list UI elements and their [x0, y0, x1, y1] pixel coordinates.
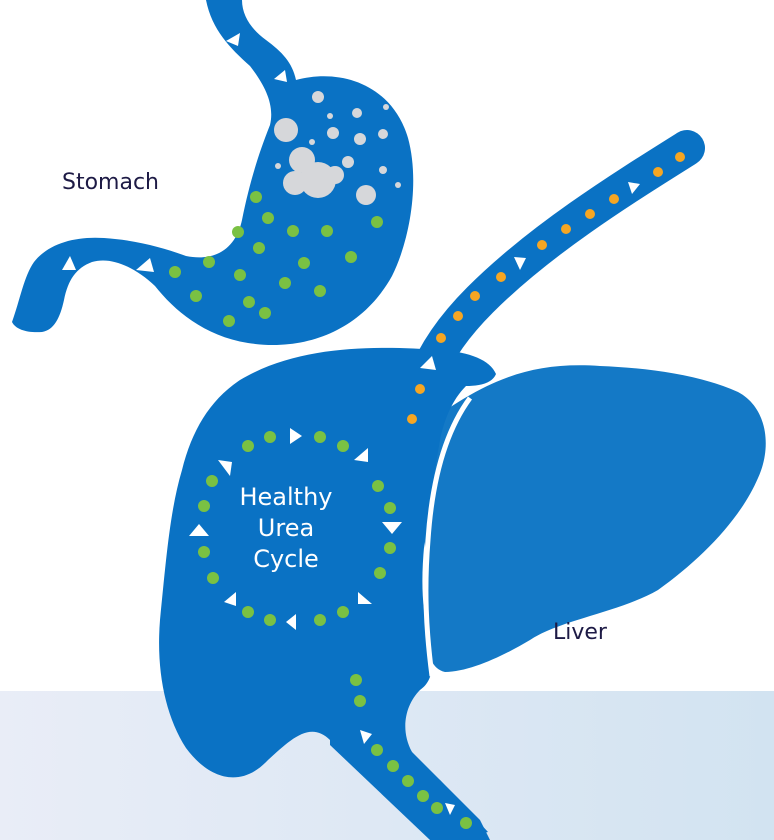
nutrient-dot-icon — [314, 285, 326, 297]
food-particle-icon — [309, 139, 315, 145]
food-particle-icon — [274, 118, 298, 142]
bile-dot-icon — [407, 414, 417, 424]
food-particle-icon — [326, 166, 344, 184]
nutrient-dot-icon — [234, 269, 246, 281]
nutrient-dot-icon — [250, 191, 262, 203]
cycle-label-line: Urea — [206, 513, 366, 544]
bile-dot-icon — [496, 272, 506, 282]
nutrient-dot-icon — [354, 695, 366, 707]
cycle-label-line: Cycle — [206, 544, 366, 575]
nutrient-dot-icon — [337, 440, 349, 452]
bile-dot-icon — [653, 167, 663, 177]
nutrient-dot-icon — [371, 216, 383, 228]
bile-dot-icon — [537, 240, 547, 250]
nutrient-dot-icon — [287, 225, 299, 237]
nutrient-dot-icon — [417, 790, 429, 802]
food-particle-icon — [379, 166, 387, 174]
food-particle-icon — [383, 104, 389, 110]
nutrient-dot-icon — [384, 542, 396, 554]
nutrient-dot-icon — [279, 277, 291, 289]
food-particle-icon — [342, 156, 354, 168]
urea-cycle-label: Healthy Urea Cycle — [206, 482, 366, 575]
nutrient-dot-icon — [253, 242, 265, 254]
nutrient-dot-icon — [384, 502, 396, 514]
nutrient-dot-icon — [190, 290, 202, 302]
nutrient-dot-icon — [371, 744, 383, 756]
nutrient-dot-icon — [259, 307, 271, 319]
nutrient-dot-icon — [350, 674, 362, 686]
nutrient-dot-icon — [374, 567, 386, 579]
bile-dot-icon — [561, 224, 571, 234]
nutrient-dot-icon — [243, 296, 255, 308]
nutrient-dot-icon — [298, 257, 310, 269]
nutrient-dot-icon — [242, 440, 254, 452]
nutrient-dot-icon — [314, 431, 326, 443]
nutrient-dot-icon — [321, 225, 333, 237]
food-particle-icon — [275, 163, 281, 169]
stomach-label: Stomach — [62, 170, 159, 195]
bile-dot-icon — [415, 384, 425, 394]
cycle-label-line: Healthy — [206, 482, 366, 513]
nutrient-dot-icon — [345, 251, 357, 263]
nutrient-dot-icon — [337, 606, 349, 618]
bile-dot-icon — [609, 194, 619, 204]
food-particle-icon — [352, 108, 362, 118]
food-particle-icon — [354, 133, 366, 145]
food-particle-icon — [283, 171, 307, 195]
nutrient-dot-icon — [242, 606, 254, 618]
bile-dot-icon — [675, 152, 685, 162]
nutrient-dot-icon — [264, 614, 276, 626]
nutrient-dot-icon — [232, 226, 244, 238]
bile-dot-icon — [470, 291, 480, 301]
nutrient-dot-icon — [223, 315, 235, 327]
liver-label: Liver — [553, 620, 607, 645]
nutrient-dot-icon — [203, 256, 215, 268]
food-particle-icon — [312, 91, 324, 103]
bile-dot-icon — [453, 311, 463, 321]
nutrient-dot-icon — [460, 817, 472, 829]
nutrient-dot-icon — [402, 775, 414, 787]
nutrient-dot-icon — [314, 614, 326, 626]
nutrient-dot-icon — [387, 760, 399, 772]
nutrient-dot-icon — [264, 431, 276, 443]
nutrient-dot-icon — [169, 266, 181, 278]
nutrient-dot-icon — [262, 212, 274, 224]
nutrient-dot-icon — [372, 480, 384, 492]
food-particle-icon — [378, 129, 388, 139]
food-particle-icon — [356, 185, 376, 205]
bile-dot-icon — [436, 333, 446, 343]
food-particle-icon — [395, 182, 401, 188]
bile-dot-icon — [585, 209, 595, 219]
food-particle-icon — [327, 127, 339, 139]
nutrient-dot-icon — [431, 802, 443, 814]
food-particle-icon — [327, 113, 333, 119]
bile-duct — [425, 148, 687, 380]
